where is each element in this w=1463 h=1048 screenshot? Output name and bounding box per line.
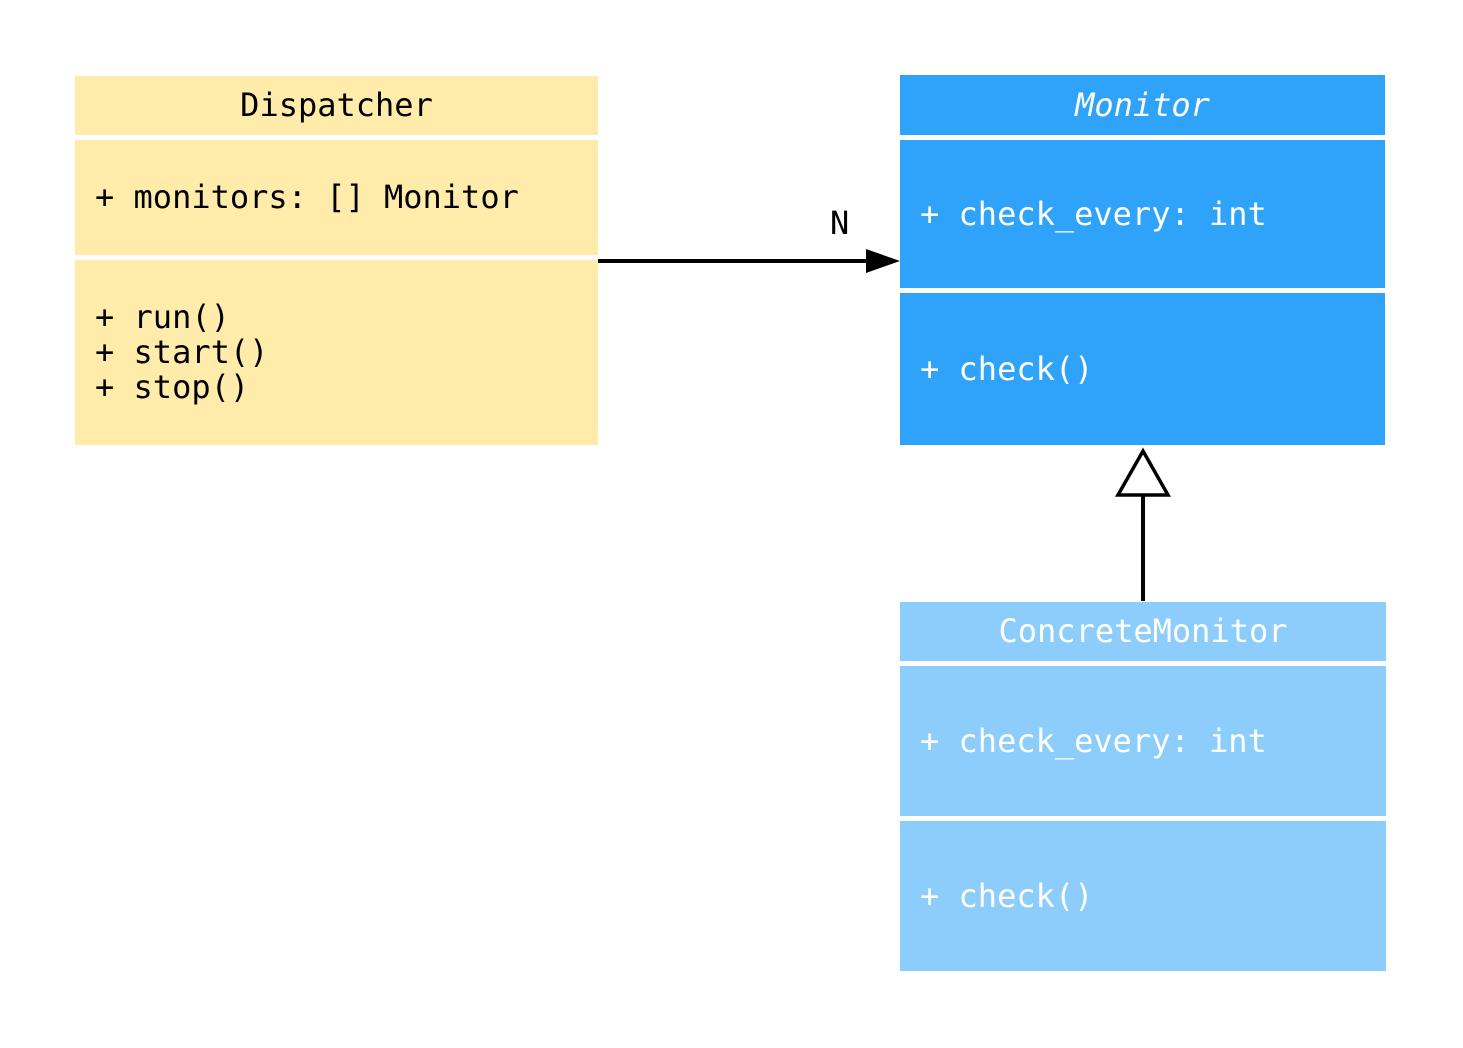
association-multiplicity-label: N xyxy=(830,204,850,242)
class-concrete-monitor-methods: + check() xyxy=(900,821,1386,971)
class-dispatcher-methods: + run() + start() + stop() xyxy=(75,260,598,445)
class-concrete-monitor-header: ConcreteMonitor xyxy=(900,602,1386,661)
class-monitor-title: Monitor xyxy=(1075,85,1210,124)
class-dispatcher-header: Dispatcher xyxy=(75,76,598,135)
class-concrete-monitor-title: ConcreteMonitor xyxy=(998,612,1288,650)
method-line: + check() xyxy=(920,349,1094,388)
class-monitor-attributes: + check_every: int xyxy=(900,140,1385,288)
class-monitor: Monitor + check_every: int + check() xyxy=(900,75,1385,445)
method-line: + stop() xyxy=(95,368,250,406)
class-monitor-header: Monitor xyxy=(900,75,1385,135)
method-line: + check() xyxy=(920,876,1094,915)
attribute-line: + check_every: int xyxy=(920,721,1267,760)
class-dispatcher-title: Dispatcher xyxy=(240,86,433,124)
method-line: + run() xyxy=(95,298,230,336)
class-dispatcher: Dispatcher + monitors: [] Monitor + run(… xyxy=(75,76,598,445)
method-line: + start() xyxy=(95,333,269,371)
class-monitor-methods: + check() xyxy=(900,293,1385,445)
attribute-line: + monitors: [] Monitor xyxy=(95,178,519,216)
attribute-line: + check_every: int xyxy=(920,194,1267,233)
class-dispatcher-attributes: + monitors: [] Monitor xyxy=(75,140,598,255)
inheritance-triangle-icon xyxy=(1114,447,1172,497)
class-concrete-monitor: ConcreteMonitor + check_every: int + che… xyxy=(900,602,1386,971)
association-arrowhead-icon xyxy=(866,249,900,273)
class-concrete-monitor-attributes: + check_every: int xyxy=(900,666,1386,816)
